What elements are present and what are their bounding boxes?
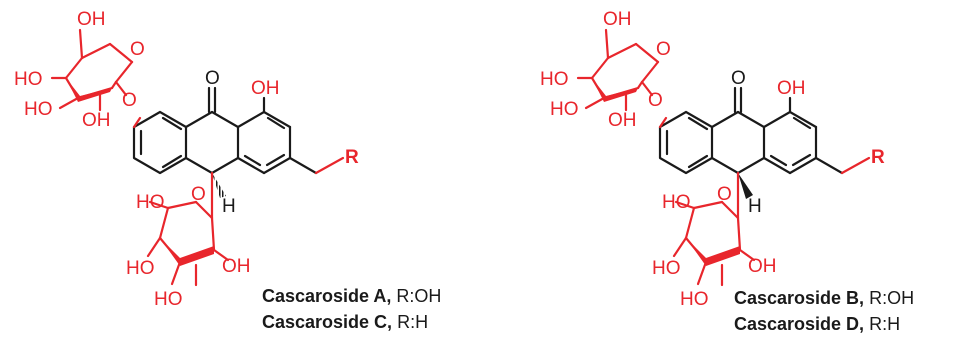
sugar-top-oh2-label: HO: [550, 99, 579, 120]
sugar-top-wedge-right: [592, 78, 638, 102]
sugar-bottom-ring-o-label: O: [191, 184, 206, 205]
anthrone-core-right: [658, 86, 844, 175]
carbonyl-o-label: O: [205, 68, 220, 89]
sugar-top-ch2oh-label: OH: [603, 9, 632, 30]
sugar-top-ring-o-label: O: [130, 39, 145, 60]
sugar-bottom-wedge-left: [160, 238, 214, 266]
sugar-top-oh3-label: OH: [608, 110, 637, 131]
h10-label: H: [222, 196, 236, 217]
phenol-oh-label: OH: [777, 78, 806, 99]
sugar-top-oh3-label: OH: [82, 110, 111, 131]
sugar-bottom-oh1-label: OH: [222, 256, 251, 277]
sugar-top-ch2oh-label: OH: [77, 9, 106, 30]
caption-left-2: Cascaroside C, R:H: [262, 312, 428, 332]
link-o-label: O: [122, 90, 137, 111]
h-hash-wedge-left: [212, 173, 226, 198]
link-o-label: O: [648, 90, 663, 111]
carbonyl-o-label: O: [731, 68, 746, 89]
sugar-bottom-oh3-label: HO: [680, 289, 709, 310]
ch2-r-bond-right: [840, 156, 871, 175]
sugar-top-wedge-left: [66, 78, 112, 102]
sugar-bottom-ch2oh-label: HO: [662, 192, 691, 213]
caption-right-2: Cascaroside D, R:H: [734, 314, 900, 334]
sugar-bottom-ring-o-label: O: [717, 184, 732, 205]
r-group-label: R: [345, 147, 359, 168]
sugar-bottom-oh2-label: HO: [652, 258, 681, 279]
caption-left-1: Cascaroside A, R:OH: [262, 286, 441, 306]
caption-right-1: Cascaroside B, R:OH: [734, 288, 914, 308]
sugar-bottom-right: [672, 171, 756, 287]
sugar-bottom-oh2-label: HO: [126, 258, 155, 279]
phenol-oh-label: OH: [251, 78, 280, 99]
h10-label: H: [748, 196, 762, 217]
sugar-bottom-oh3-label: HO: [154, 289, 183, 310]
sugar-top-oh1-label: HO: [14, 69, 43, 90]
sugar-bottom-left: [146, 171, 230, 287]
ch2-r-bond-left: [314, 156, 345, 175]
sugar-top-oh1-label: HO: [540, 69, 569, 90]
sugar-bottom-ch2oh-label: HO: [136, 192, 165, 213]
structure-left: OH O HO HO OH O O OH H R HO O OH HO HO C…: [14, 9, 441, 332]
sugar-bottom-wedge-right: [686, 238, 740, 266]
anthrone-core-left: [132, 86, 318, 175]
sugar-top-ring-o-label: O: [656, 39, 671, 60]
r-group-label: R: [871, 147, 885, 168]
sugar-top-oh2-label: HO: [24, 99, 53, 120]
sugar-bottom-oh1-label: OH: [748, 256, 777, 277]
h-solid-wedge-right: [738, 173, 753, 199]
structure-right: OH O HO HO OH O O OH H R HO O OH HO HO C…: [540, 9, 914, 334]
